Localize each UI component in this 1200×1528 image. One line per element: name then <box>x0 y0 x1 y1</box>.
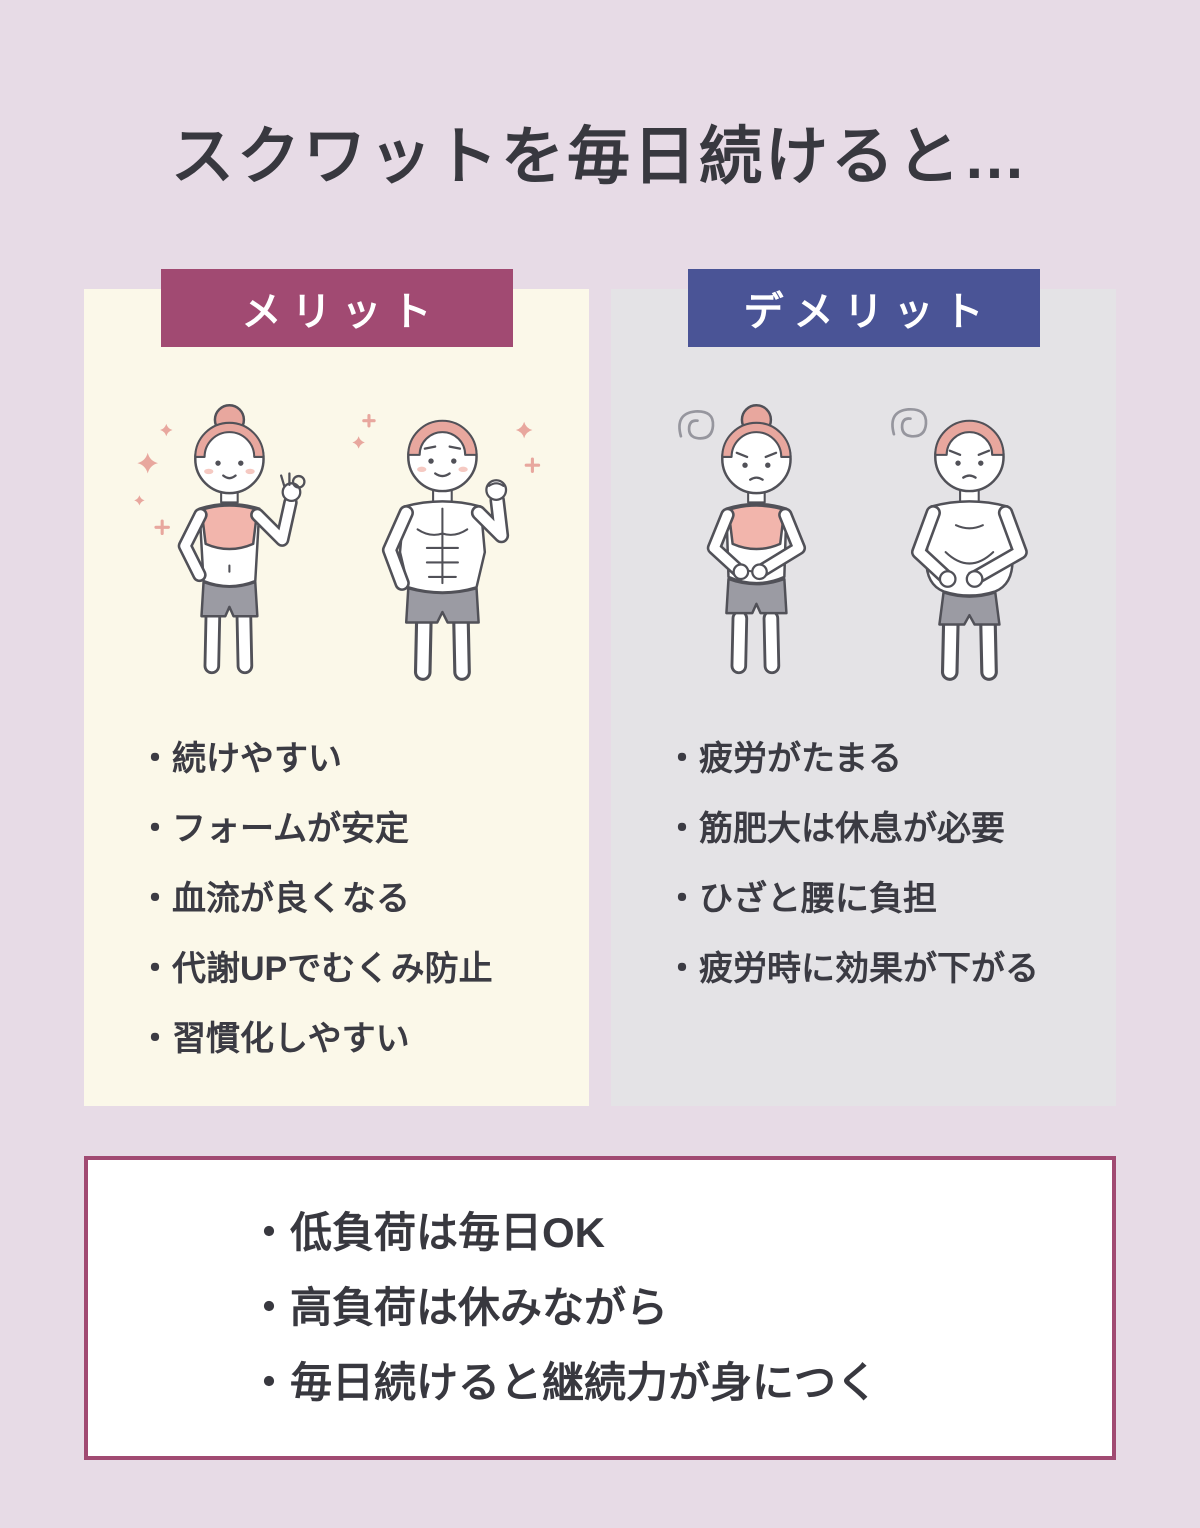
demerit-item: ・筋肥大は休息が必要 <box>665 809 1005 848</box>
demerit-badge: デメリット <box>687 269 1040 347</box>
summary-item: ・高負荷は休みながら <box>248 1283 669 1331</box>
fit-man-illustration <box>351 414 540 681</box>
dizzy-swirl-icon <box>677 410 714 440</box>
demerit-illustration <box>611 399 1116 699</box>
demerit-item: ・疲労時に効果が下がる <box>665 949 1039 988</box>
tired-woman-illustration <box>677 403 806 675</box>
demerit-item: ・ひざと腰に負担 <box>665 879 937 918</box>
merit-item: ・代謝UPでむくみ防止 <box>138 949 493 988</box>
merit-illustration <box>84 399 589 699</box>
dizzy-swirl-icon <box>890 408 927 438</box>
merit-item: ・フォームが安定 <box>138 809 409 848</box>
demerit-item: ・疲労がたまる <box>665 740 902 778</box>
merit-list: ・続けやすい ・フォームが安定 ・血流が良くなる ・代謝UPでむくみ防止 ・習慣… <box>138 737 569 1061</box>
tired-man-illustration <box>890 408 1028 681</box>
summary-list: ・低負荷は毎日OK ・高負荷は休みながら ・毎日続けると継続力が身につく <box>248 1196 1072 1420</box>
summary-item: ・毎日続けると継続力が身につく <box>248 1358 879 1406</box>
merit-item: ・続けやすい <box>138 740 342 778</box>
sparkle-icon <box>133 423 173 506</box>
merit-item: ・血流が良くなる <box>138 879 410 918</box>
summary-box: ・低負荷は毎日OK ・高負荷は休みながら ・毎日続けると継続力が身につく <box>84 1156 1116 1461</box>
merit-item: ・習慣化しやすい <box>138 1019 410 1058</box>
comparison-columns: メリット <box>84 269 1116 1106</box>
page-title: スクワットを毎日続けると… <box>171 122 1029 192</box>
plus-sparkle-icon <box>361 414 540 473</box>
sparkle-icon <box>351 421 532 449</box>
demerit-list: ・疲労がたまる ・筋肥大は休息が必要 ・ひざと腰に負担 ・疲労時に効果が下がる <box>665 737 1096 992</box>
demerit-panel: デメリット <box>611 269 1116 1106</box>
fit-woman-illustration <box>133 403 306 675</box>
merit-panel: メリット <box>84 269 589 1106</box>
plus-sparkle-icon <box>154 519 170 536</box>
summary-item: ・低負荷は毎日OK <box>248 1209 606 1256</box>
merit-badge: メリット <box>160 269 513 347</box>
